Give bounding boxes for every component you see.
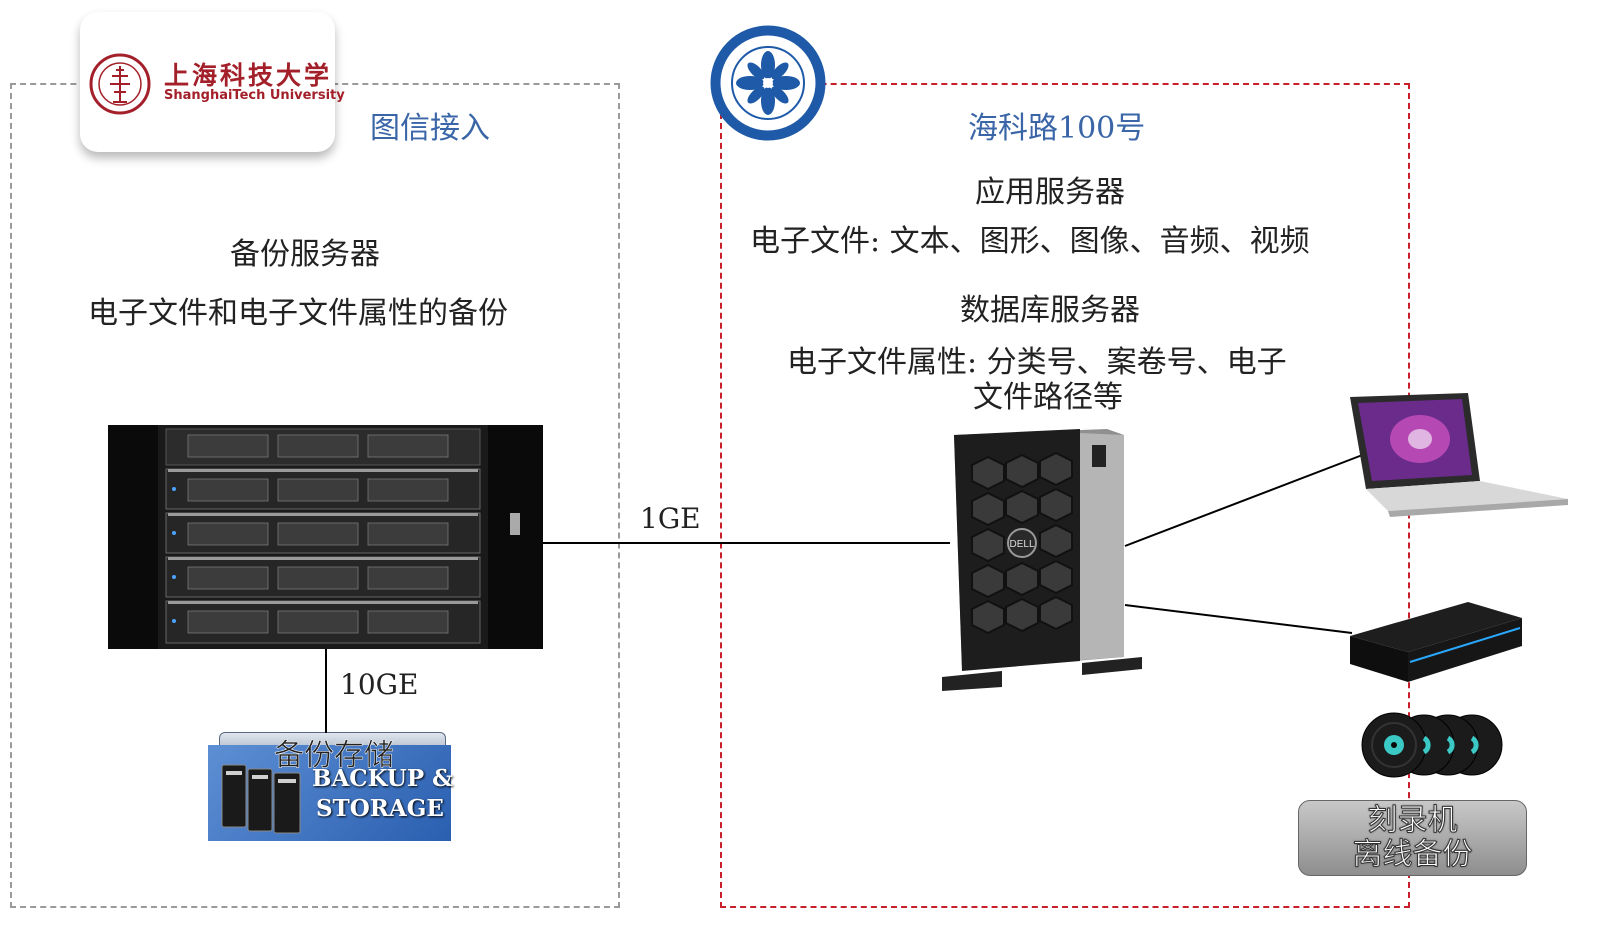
- link-10ge-line: [325, 649, 327, 733]
- disc-burner-icon: [1350, 602, 1522, 682]
- right-region-title: 海科路100号: [968, 111, 1146, 146]
- burner-label-line2: 离线备份: [1352, 837, 1473, 872]
- storage-icon: BACKUP & STORAGE: [208, 745, 453, 841]
- laptop-icon: [1350, 393, 1568, 517]
- tower-brand: DELL: [1009, 539, 1034, 550]
- link-1ge-label: 1GE: [640, 502, 701, 535]
- shanghaitech-logo-cn: 上海科技大学: [164, 61, 333, 90]
- disc-icon: [1361, 712, 1503, 778]
- burner-label-box: 刻录机 离线备份: [1298, 800, 1527, 876]
- peripheral-links: [1124, 453, 1366, 634]
- backup-server-desc: 电子文件和电子文件属性的备份: [88, 296, 508, 331]
- link-10ge-label: 10GE: [340, 668, 419, 701]
- app-server-title: 应用服务器: [975, 175, 1125, 210]
- shanghaitech-logo: 上海科技大学 ShanghaiTech University: [80, 12, 345, 152]
- tower-server-icon: DELL: [942, 429, 1142, 691]
- shanghaitech-logo-en: ShanghaiTech University: [164, 88, 345, 103]
- storage-image-text-2: STORAGE: [316, 795, 444, 822]
- backup-server-title: 备份服务器: [230, 237, 380, 272]
- shanghaitech-seal-icon: [89, 53, 151, 115]
- backup-storage-label: 备份存储: [274, 738, 395, 774]
- db-server-title: 数据库服务器: [960, 293, 1140, 328]
- burner-label-line1: 刻录机: [1367, 803, 1458, 838]
- db-server-desc-line2: 文件路径等: [973, 380, 1123, 415]
- db-server-desc-line1: 电子文件属性: 分类号、案卷号、电子: [787, 345, 1287, 380]
- sari-cas-seal-icon: [710, 25, 826, 141]
- rack-server-icon: [108, 425, 543, 649]
- link-1ge-line: [543, 542, 950, 544]
- left-region-title: 图信接入: [370, 111, 490, 146]
- app-server-desc: 电子文件: 文本、图形、图像、音频、视频: [750, 224, 1310, 259]
- storage-image-text-1: BACKUP &: [312, 765, 453, 792]
